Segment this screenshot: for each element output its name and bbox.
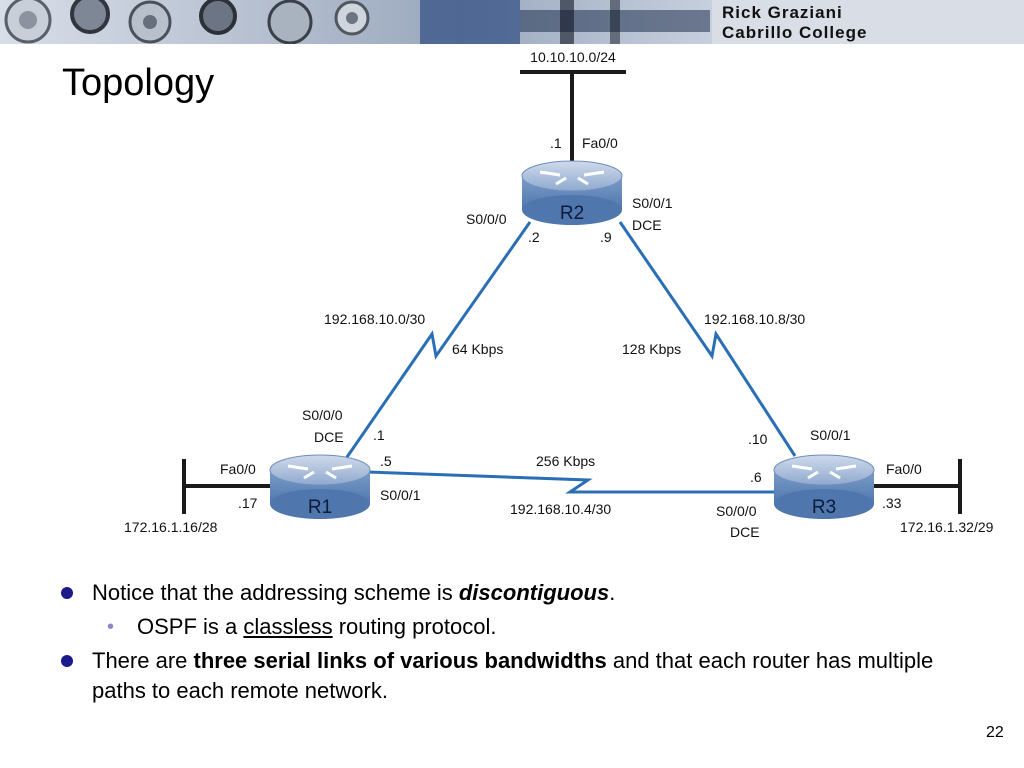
r3-s000-label: S0/0/0 bbox=[716, 503, 757, 519]
bullet-item-1: Notice that the addressing scheme is dis… bbox=[60, 578, 960, 608]
r3-s000-dce: DCE bbox=[730, 524, 760, 540]
page-title: Topology bbox=[62, 62, 215, 104]
r1-s000-label: S0/0/0 bbox=[302, 407, 343, 423]
bullet-1-end: . bbox=[609, 580, 616, 605]
r2-s001-label: S0/0/1 bbox=[632, 195, 673, 211]
router-r2 bbox=[521, 160, 623, 225]
bullet-item-1-sub: • OSPF is a classless routing protocol. bbox=[60, 612, 960, 642]
bullet-2-text: There are bbox=[92, 648, 194, 673]
bullet-2-end: and that each router has multiple paths … bbox=[92, 648, 934, 703]
banner-line1: Rick Graziani bbox=[722, 3, 843, 22]
bandwidth-r1-r3: 256 Kbps bbox=[536, 453, 595, 469]
router-r2-label: R2 bbox=[560, 203, 584, 224]
bullet-1-emphasis: discontiguous bbox=[458, 580, 610, 605]
r3-fa-ip: .33 bbox=[882, 495, 902, 511]
r1-fa-ip: .17 bbox=[238, 495, 258, 511]
topology-diagram: R2 R1 R3 10.10.10.0/24 172.16.1.16/28 17… bbox=[124, 49, 994, 540]
r3-s001-ip: .10 bbox=[748, 431, 768, 447]
router-r1 bbox=[269, 454, 371, 519]
page-number: 22 bbox=[986, 724, 1004, 741]
r2-s000-ip: .2 bbox=[528, 229, 540, 245]
bullet-dot-icon bbox=[61, 655, 73, 667]
r2-s000-label: S0/0/0 bbox=[466, 211, 507, 227]
bullet-list: Notice that the addressing scheme is dis… bbox=[60, 578, 960, 706]
bullet-2-bold: three serial links of various bandwidths bbox=[193, 648, 607, 673]
router-r1-label: R1 bbox=[308, 497, 332, 518]
router-arrows-icon bbox=[539, 170, 605, 186]
serial-link-r2-r3 bbox=[618, 221, 797, 457]
sub-bullet-dot-icon: • bbox=[107, 616, 115, 638]
banner-image bbox=[0, 0, 1024, 44]
bullet-dot-icon bbox=[61, 587, 73, 599]
bullet-1-text: Notice that the addressing scheme is bbox=[92, 580, 459, 605]
bullet-item-2: There are three serial links of various … bbox=[60, 646, 960, 706]
serial-link-r1-r2 bbox=[343, 221, 532, 461]
r3-fa-label: Fa0/0 bbox=[886, 461, 922, 477]
router-arrows-icon bbox=[791, 464, 857, 480]
r3-s000-ip: .6 bbox=[750, 469, 762, 485]
sub-bullet-end: routing protocol. bbox=[332, 614, 497, 639]
r2-fa-ip: .1 bbox=[550, 135, 562, 151]
network-r3-lan: 172.16.1.32/29 bbox=[900, 519, 994, 535]
router-r3 bbox=[773, 454, 875, 519]
banner-line2: Cabrillo College bbox=[722, 23, 868, 42]
r2-s001-ip: .9 bbox=[600, 229, 612, 245]
bandwidth-r1-r2: 64 Kbps bbox=[452, 341, 503, 357]
r3-s001-label: S0/0/1 bbox=[810, 427, 851, 443]
network-r1-lan: 172.16.1.16/28 bbox=[124, 519, 218, 535]
r1-s000-ip: .1 bbox=[373, 427, 385, 443]
network-r2-r3: 192.168.10.8/30 bbox=[704, 311, 805, 327]
header-banner: Rick Graziani Cabrillo College bbox=[0, 0, 1024, 44]
serial-link-r1-r3 bbox=[367, 470, 780, 494]
bandwidth-r2-r3: 128 Kbps bbox=[622, 341, 681, 357]
router-r3-label: R3 bbox=[812, 497, 836, 518]
r1-s001-label: S0/0/1 bbox=[380, 487, 421, 503]
sub-bullet-underline: classless bbox=[243, 614, 333, 639]
network-r1-r3: 192.168.10.4/30 bbox=[510, 501, 611, 517]
router-arrows-icon bbox=[287, 464, 353, 480]
network-r2-lan: 10.10.10.0/24 bbox=[530, 49, 616, 65]
banner-brand-text: Rick Graziani Cabrillo College bbox=[722, 3, 867, 43]
r1-fa-label: Fa0/0 bbox=[220, 461, 256, 477]
sub-bullet-text: OSPF is a bbox=[137, 614, 244, 639]
network-r1-r2: 192.168.10.0/30 bbox=[324, 311, 425, 327]
r1-s001-ip: .5 bbox=[380, 453, 392, 469]
r2-s001-dce: DCE bbox=[632, 217, 662, 233]
r2-fa-label: Fa0/0 bbox=[582, 135, 618, 151]
r1-s000-dce: DCE bbox=[314, 429, 344, 445]
